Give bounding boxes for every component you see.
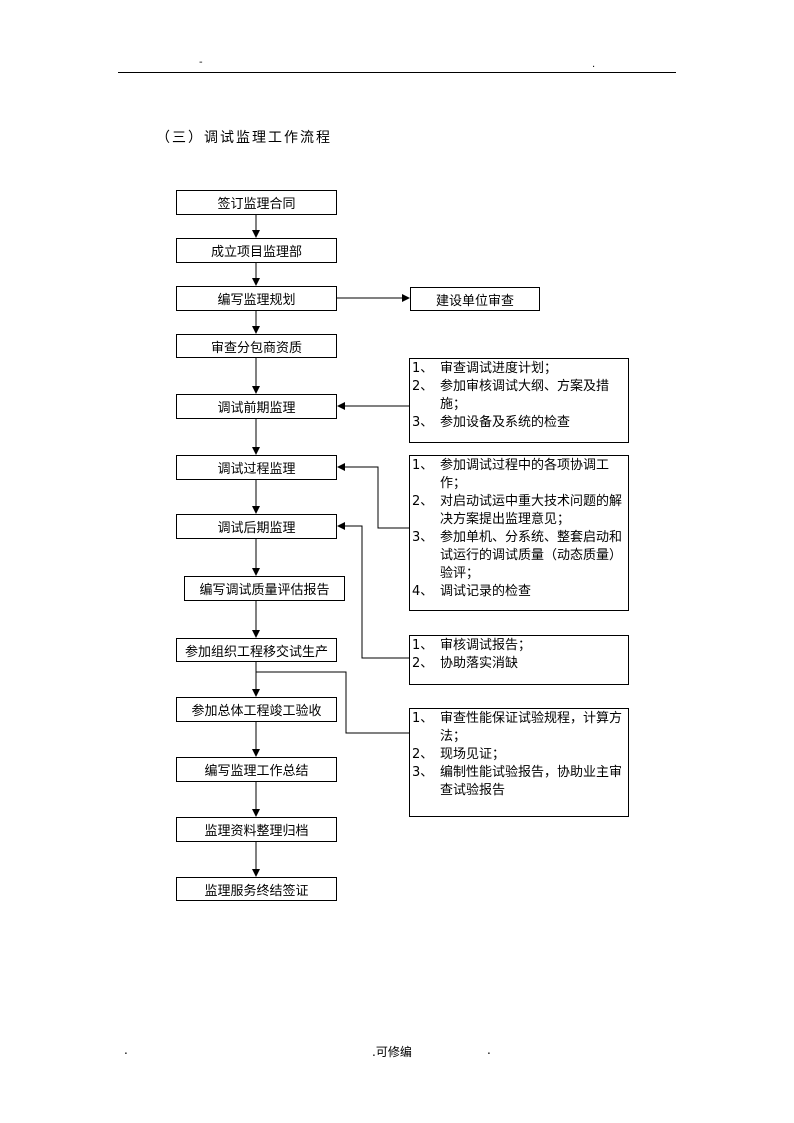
- note-item-text: 编制性能试验报告，协助业主审查试验报告: [440, 765, 623, 798]
- flow-step-commissioning-process: 调试过程监理: [176, 455, 337, 480]
- footer-editable-note: .可修编: [372, 1045, 412, 1059]
- note-item-number: 2、: [412, 747, 434, 762]
- arrow-note3-step7: [337, 522, 409, 659]
- note-item-text: 对启动试运中重大技术问题的解决方案提出监理意见；: [440, 494, 623, 527]
- note-item-number: 4、: [412, 584, 434, 599]
- flow-step-sign-contract: 签订监理合同: [176, 190, 337, 215]
- flow-step-final-acceptance: 参加总体工程竣工验收: [176, 697, 337, 722]
- line-note4-bracket: [256, 671, 409, 734]
- note-item-number: 2、: [412, 379, 434, 394]
- flow-step-quality-report: 编写调试质量评估报告: [184, 576, 345, 601]
- note-item-text: 参加设备及系统的检查: [440, 415, 571, 430]
- flow-step-post-commissioning: 调试后期监理: [176, 514, 337, 539]
- note-item: 1、 审查性能保证试验规程，计算方法；: [412, 710, 626, 746]
- note-item-text: 参加单机、分系统、整套启动和试运行的调试质量（动态质量）验评；: [440, 530, 623, 581]
- note-pre-commissioning: 1、 审查调试进度计划； 2、 参加审核调试大纲、方案及措施； 3、 参加设备及…: [409, 358, 629, 443]
- note-item: 3、 参加单机、分系统、整套启动和试运行的调试质量（动态质量）验评；: [412, 529, 626, 583]
- note-item-number: 3、: [412, 530, 434, 545]
- note-item-number: 2、: [412, 494, 434, 509]
- flow-step-pre-commissioning: 调试前期监理: [176, 394, 337, 419]
- note-item: 1、 审查调试进度计划；: [412, 360, 626, 378]
- note-item-text: 审核调试报告；: [440, 638, 532, 653]
- review-by-owner-box: 建设单位审查: [410, 287, 540, 311]
- flow-step-work-summary: 编写监理工作总结: [176, 757, 337, 782]
- note-item-number: 1、: [412, 638, 434, 653]
- note-item: 2、 协助落实消缺: [412, 655, 626, 673]
- note-item-text: 审查调试进度计划；: [440, 361, 558, 376]
- flow-step-service-termination: 监理服务终结签证: [176, 877, 337, 901]
- note-item-text: 审查性能保证试验规程，计算方法；: [440, 711, 623, 744]
- flow-step-review-subcontractor: 审查分包商资质: [176, 334, 337, 358]
- flow-step-write-plan: 编写监理规划: [176, 286, 337, 311]
- note-item-text: 参加审核调试大纲、方案及措施；: [440, 379, 610, 412]
- section-title: （三）调试监理工作流程: [156, 130, 332, 146]
- note-item: 3、 编制性能试验报告，协助业主审查试验报告: [412, 764, 626, 800]
- note-item-number: 1、: [412, 361, 434, 376]
- note-commissioning-process: 1、 参加调试过程中的各项协调工作； 2、 对启动试运中重大技术问题的解决方案提…: [409, 455, 629, 611]
- note-item: 2、 对启动试运中重大技术问题的解决方案提出监理意见；: [412, 493, 626, 529]
- flow-step-setup-department: 成立项目监理部: [176, 238, 337, 263]
- note-item: 2、 现场见证；: [412, 746, 626, 764]
- flow-step-handover-trial: 参加组织工程移交试生产: [176, 638, 337, 662]
- note-item-number: 2、: [412, 656, 434, 671]
- arrow-note2-step6: [337, 463, 409, 529]
- note-item: 1、 审核调试报告；: [412, 637, 626, 655]
- note-item-number: 3、: [412, 765, 434, 780]
- note-item-text: 协助落实消缺: [440, 656, 519, 671]
- note-item-number: 3、: [412, 415, 434, 430]
- flow-step-archive-records: 监理资料整理归档: [176, 817, 337, 842]
- note-item: 3、 参加设备及系统的检查: [412, 414, 626, 432]
- note-item-text: 现场见证；: [440, 747, 506, 762]
- header-right-mark: .: [592, 59, 596, 70]
- note-item-text: 参加调试过程中的各项协调工作；: [440, 458, 610, 491]
- note-item: 2、 参加审核调试大纲、方案及措施；: [412, 378, 626, 414]
- note-item-text: 调试记录的检查: [440, 584, 532, 599]
- footer-right-mark: .: [487, 1043, 491, 1057]
- note-performance-test: 1、 审查性能保证试验规程，计算方法； 2、 现场见证； 3、 编制性能试验报告…: [409, 708, 629, 817]
- note-item-number: 1、: [412, 458, 434, 473]
- header-left-mark: -: [199, 57, 203, 68]
- note-item: 1、 参加调试过程中的各项协调工作；: [412, 457, 626, 493]
- note-post-commissioning: 1、 审核调试报告； 2、 协助落实消缺: [409, 635, 629, 685]
- note-item-number: 1、: [412, 711, 434, 726]
- header-rule: [118, 72, 676, 73]
- note-item: 4、 调试记录的检查: [412, 583, 626, 601]
- footer-left-mark: .: [124, 1043, 128, 1057]
